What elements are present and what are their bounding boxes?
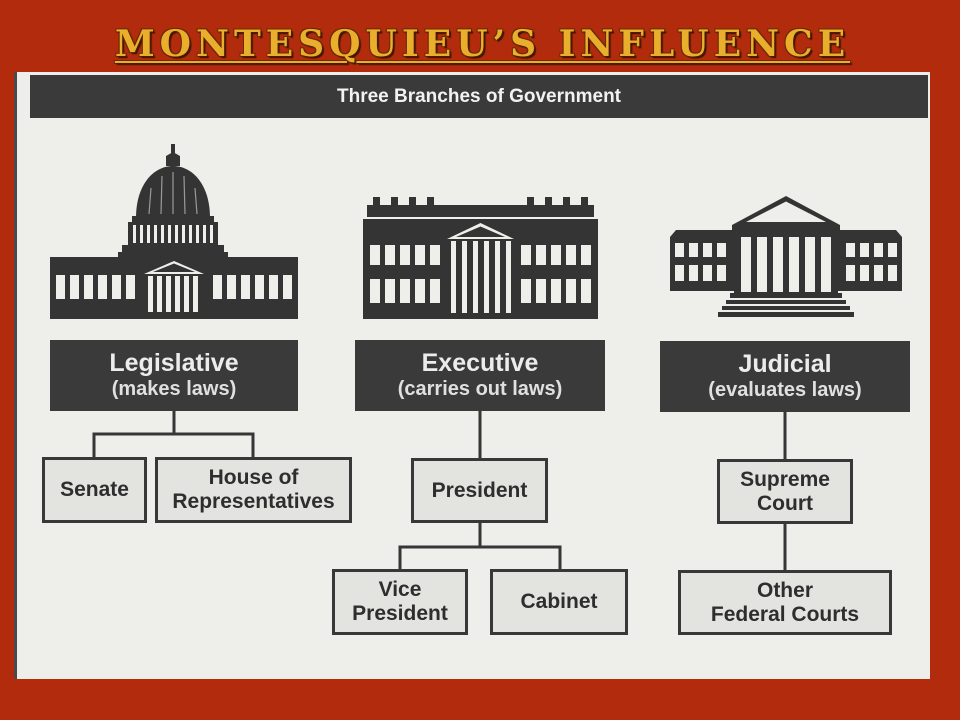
white-house-icon <box>363 197 598 319</box>
node-label-line: Supreme <box>740 467 830 491</box>
judicial-branch-box: Judicial (evaluates laws) <box>660 341 910 412</box>
branch-role: (makes laws) <box>111 378 237 400</box>
capitol-statue <box>171 144 175 153</box>
senate-box: Senate <box>42 457 147 523</box>
branch-role: (evaluates laws) <box>708 379 862 401</box>
supreme-court-icon <box>670 196 902 317</box>
president-box: President <box>411 458 548 523</box>
branch-name: Executive <box>421 349 539 377</box>
white-house-lower-windows <box>370 279 591 303</box>
cabinet-box: Cabinet <box>490 569 628 635</box>
branch-name: Legislative <box>109 349 239 377</box>
capitol-drum-colonnade <box>133 225 213 243</box>
capitol-pediment-inner <box>153 263 195 272</box>
capitol-drum <box>118 216 228 257</box>
white-house-pediment-inner <box>456 226 505 237</box>
node-label-line: Cabinet <box>520 590 598 613</box>
branch-name: Judicial <box>738 350 832 378</box>
legislative-branch-box: Legislative (makes laws) <box>50 340 298 411</box>
vice-president-box: Vice President <box>332 569 468 635</box>
node-label-line: President <box>352 602 448 625</box>
node-label-line: Other <box>756 578 813 602</box>
node-label-line: Representatives <box>172 490 335 513</box>
white-house-upper-windows <box>370 245 591 265</box>
node-label-line: Vice <box>378 578 422 601</box>
supreme-court-wings <box>670 230 902 291</box>
other-federal-courts-box: Other Federal Courts <box>678 570 892 635</box>
node-label-line: House of <box>208 466 299 489</box>
supreme-court-columns <box>741 237 831 292</box>
node-label-line: Senate <box>60 478 129 501</box>
supreme-court-box: Supreme Court <box>717 459 853 524</box>
house-of-representatives-box: House of Representatives <box>155 457 352 523</box>
node-label-line: Federal Courts <box>710 602 860 626</box>
diagram-header-bar: Three Branches of Government <box>30 75 928 118</box>
capitol-lantern <box>166 152 180 166</box>
executive-branch-box: Executive (carries out laws) <box>355 340 605 411</box>
capitol-wings <box>50 257 298 319</box>
supreme-court-pediment-inner <box>746 201 826 222</box>
capitol-windows <box>56 275 292 299</box>
white-house-roof <box>367 205 594 217</box>
white-house-columns <box>451 241 511 313</box>
diagram-title: Three Branches of Government <box>336 86 622 107</box>
node-label-line: Court <box>757 491 813 515</box>
supreme-court-steps <box>718 293 854 317</box>
slide-title: MONTESQUIEU’S INFLUENCE <box>114 23 851 65</box>
supreme-court-windows <box>675 243 897 281</box>
capitol-building-icon <box>50 144 298 319</box>
branch-role: (carries out laws) <box>397 378 563 400</box>
node-label-line: President <box>431 478 528 502</box>
capitol-dome-ribs <box>148 172 198 215</box>
capitol-portico-columns <box>148 276 198 312</box>
